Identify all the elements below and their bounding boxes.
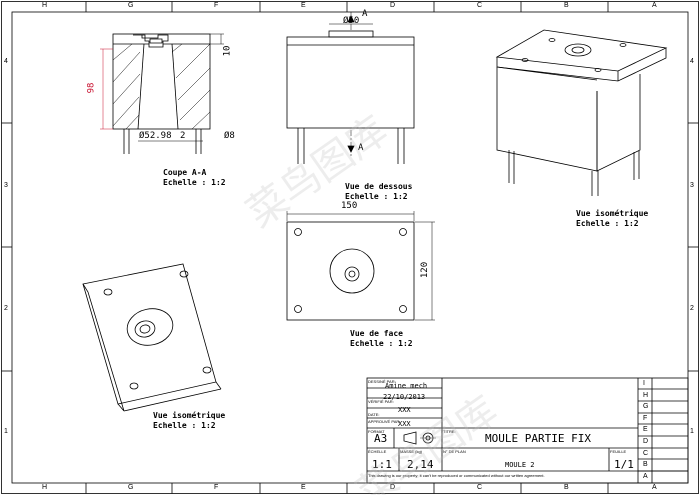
dim-height-120: 120 — [420, 261, 431, 279]
cut-label-a-bottom: A — [358, 143, 364, 153]
iso-bottom-view-scale: Echelle : 1:2 — [153, 421, 216, 430]
front-view-title: Vue de face — [350, 329, 403, 338]
checked-by-label: VÉRIFIÉ PAR: — [368, 399, 394, 404]
zone-f-top: F — [214, 2, 219, 9]
zone-2-left: 2 — [4, 305, 8, 312]
ownership-notice: This drawing is our property; it can't b… — [368, 473, 545, 478]
zone-1-right: 1 — [690, 428, 694, 435]
drawing-title: MOULE PARTIE FIX — [485, 432, 591, 445]
zone-f-bottom: F — [214, 484, 219, 491]
zone-a-bottom: A — [652, 484, 657, 491]
scale-label: ÉCHELLE — [368, 449, 387, 454]
drawn-by-label: DESSINÉ PAR: — [368, 379, 396, 384]
scale-value: 1:1 — [372, 458, 392, 471]
drawing-number-label: N° DE PLAN — [443, 449, 466, 454]
revision-a: A — [643, 473, 648, 480]
zone-c-top: C — [477, 2, 483, 9]
dim-width-150: 150 — [341, 201, 358, 211]
section-view-title: Coupe A-A — [163, 168, 207, 177]
cut-label-a-top: A — [362, 9, 368, 19]
zone-h-bottom: H — [42, 484, 48, 491]
dim-diameter-8: Ø8 — [224, 131, 235, 141]
revision-g: G — [643, 403, 649, 410]
zone-g-top: G — [128, 2, 134, 9]
dim-height-98: 98 — [86, 82, 97, 94]
revision-e: E — [643, 426, 648, 433]
dim-2: 2 — [180, 131, 186, 141]
zone-2-right: 2 — [690, 305, 694, 312]
revision-i: I — [643, 380, 645, 387]
zone-h-top: H — [42, 2, 48, 9]
drawn-date-value: 22/10/2013 — [383, 393, 426, 401]
weight-label: MASSE (kg) — [400, 449, 423, 454]
weight-value: 2,14 — [407, 458, 434, 471]
front-view-scale: Echelle : 1:2 — [350, 339, 413, 348]
zone-g-bottom: G — [128, 484, 134, 491]
zone-e-bottom: E — [301, 484, 306, 491]
bottom-view-scale: Echelle : 1:2 — [345, 192, 408, 201]
zone-b-bottom: B — [564, 484, 569, 491]
dim-diameter-50: Ø50 — [343, 16, 360, 26]
zone-a-top: A — [652, 2, 657, 9]
iso-bottom-view-title: Vue isométrique — [153, 411, 226, 420]
zone-c-bottom: C — [477, 484, 483, 491]
revision-b: B — [643, 461, 648, 468]
revision-h: H — [643, 392, 649, 399]
sheet-label: FEUILLE — [610, 449, 627, 454]
revision-c: C — [643, 450, 649, 457]
iso-top-view-scale: Echelle : 1:2 — [576, 219, 639, 228]
section-view-scale: Echelle : 1:2 — [163, 178, 226, 187]
date-label: DATE: — [368, 412, 380, 417]
zone-b-top: B — [564, 2, 569, 9]
format-value: A3 — [374, 432, 388, 445]
zone-d-top: D — [390, 2, 396, 9]
dim-diameter-52: Ø52.98 — [139, 131, 172, 141]
iso-top-view-title: Vue isométrique — [576, 209, 649, 218]
checked-by-value: XXX — [398, 406, 411, 414]
zone-e-top: E — [301, 2, 306, 9]
drawing-number-value: MOULE 2 — [505, 461, 535, 469]
zone-4-right: 4 — [690, 58, 694, 65]
approved-by-label: APPROUVÉ PAR: — [368, 419, 401, 424]
title-label: TITRE: — [443, 429, 456, 434]
format-label: FORMAT — [368, 429, 385, 434]
approved-by-value: XXX — [398, 420, 411, 428]
zone-1-left: 1 — [4, 428, 8, 435]
revision-d: D — [643, 438, 649, 445]
zone-3-right: 3 — [690, 182, 694, 189]
zone-4-left: 4 — [4, 58, 8, 65]
drawn-by-value: Amine mech — [385, 382, 428, 390]
dim-10: 10 — [222, 45, 233, 57]
bottom-view-title: Vue de dessous — [345, 182, 413, 191]
sheet-value: 1/1 — [614, 458, 634, 471]
zone-3-left: 3 — [4, 182, 8, 189]
zone-d-bottom: D — [390, 484, 396, 491]
revision-f: F — [643, 415, 648, 422]
